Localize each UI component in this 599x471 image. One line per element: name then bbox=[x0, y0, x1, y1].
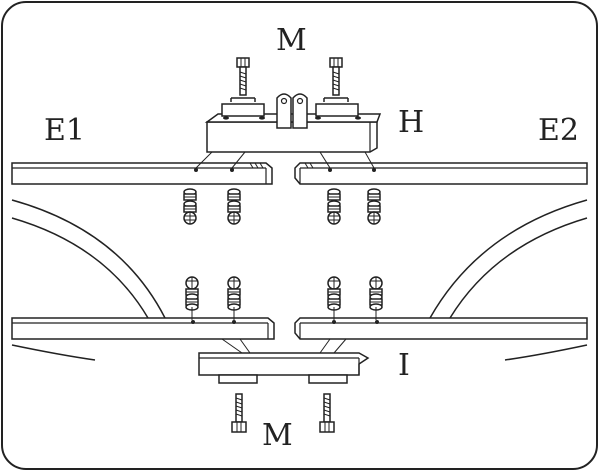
label-e1: E1 bbox=[44, 113, 85, 148]
lower-rail-left bbox=[11, 317, 275, 340]
label-m-top: M bbox=[276, 23, 307, 58]
label-e2: E2 bbox=[538, 113, 579, 148]
left-arch bbox=[11, 199, 166, 361]
upper-rail-right bbox=[294, 162, 588, 185]
bottom-bracket bbox=[198, 338, 370, 384]
right-arch bbox=[429, 199, 588, 361]
lower-rail-right bbox=[294, 317, 588, 340]
label-h: H bbox=[398, 105, 424, 140]
top-bracket bbox=[195, 93, 382, 169]
lower-nut-stacks bbox=[185, 276, 383, 320]
upper-rail-left bbox=[11, 162, 273, 185]
label-i: I bbox=[398, 348, 410, 383]
rail-bolt-dots bbox=[191, 168, 379, 324]
label-m-bottom: M bbox=[262, 418, 293, 453]
